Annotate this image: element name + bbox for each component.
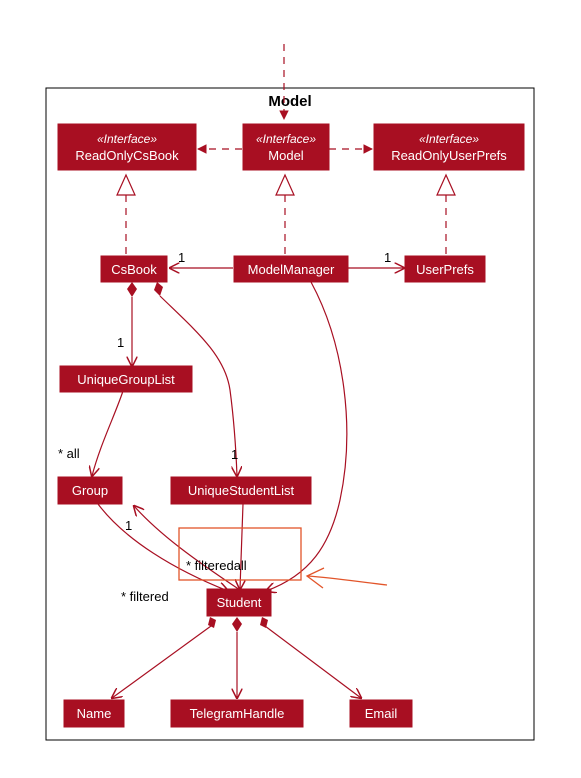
uniquestudentlist-label: UniqueStudentList [188, 483, 295, 498]
email-label: Email [365, 706, 398, 721]
userprefs-realization-head [436, 173, 456, 196]
student-telegram-composition-diamond [232, 617, 242, 632]
uniquestudentlist-class-node[interactable]: UniqueStudentList [170, 476, 312, 505]
group-student-multiplicity: 1 [125, 518, 132, 533]
student-filtered-multiplicity: * filtered [121, 589, 169, 604]
model-package-title: Model [268, 93, 311, 110]
readonlyuserprefs-label: ReadOnlyUserPrefs [391, 148, 507, 163]
student-email-composition-diamond [260, 617, 268, 628]
csbook-to-uniquestudentlist-edge [159, 295, 237, 476]
student-label: Student [217, 595, 262, 610]
csbook-group-composition-diamond [127, 282, 137, 297]
readonlycsbook-stereotype: «Interface» [97, 132, 157, 146]
csbook-groups-multiplicity: 1 [117, 335, 124, 350]
readonlycsbook-interface-node[interactable]: «Interface» ReadOnlyCsBook [57, 123, 197, 171]
name-class-node[interactable]: Name [63, 699, 125, 728]
student-filtered-overlap-multiplicity: * filteredall [186, 558, 247, 573]
telegramhandle-class-node[interactable]: TelegramHandle [170, 699, 304, 728]
highlight-rectangle [178, 527, 302, 581]
modelmanager-class-node[interactable]: ModelManager [233, 255, 349, 283]
student-name-composition-diamond [208, 617, 216, 628]
readonlyuserprefs-interface-node[interactable]: «Interface» ReadOnlyUserPrefs [373, 123, 525, 171]
mm-userprefs-multiplicity: 1 [384, 250, 391, 265]
student-to-email-edge [264, 625, 361, 698]
uniquegrouplist-label: UniqueGroupList [77, 372, 175, 387]
model-label: Model [268, 148, 304, 163]
email-class-node[interactable]: Email [349, 699, 413, 728]
groups-all-multiplicity: * all [58, 446, 80, 461]
modelmanager-to-student-edge [266, 281, 348, 591]
uniquegrouplist-class-node[interactable]: UniqueGroupList [59, 365, 193, 393]
userprefs-class-node[interactable]: UserPrefs [404, 255, 486, 283]
csbook-student-composition-diamond [154, 282, 163, 296]
name-label: Name [77, 706, 112, 721]
group-class-node[interactable]: Group [57, 476, 123, 505]
uniquegrouplist-to-group-edge [92, 390, 124, 476]
modelmanager-realization-head [275, 173, 295, 196]
model-package-frame [45, 87, 535, 741]
mm-csbook-multiplicity: 1 [178, 250, 185, 265]
csbook-label: CsBook [111, 262, 157, 277]
readonlycsbook-label: ReadOnlyCsBook [75, 148, 179, 163]
userprefs-label: UserPrefs [416, 262, 474, 277]
annotation-arrow-shaft [307, 575, 388, 586]
model-interface-node[interactable]: «Interface» Model [242, 123, 330, 171]
student-class-node[interactable]: Student [206, 588, 272, 617]
modelmanager-label: ModelManager [248, 262, 335, 277]
student-to-name-edge [112, 625, 212, 698]
model-stereotype: «Interface» [256, 132, 316, 146]
csbook-realization-head [116, 173, 136, 196]
readonlyuserprefs-stereotype: «Interface» [419, 132, 479, 146]
annotation-arrow-head [305, 567, 325, 589]
telegramhandle-label: TelegramHandle [190, 706, 285, 721]
group-label: Group [72, 483, 108, 498]
group-to-student-edge [97, 503, 228, 591]
csbook-students-multiplicity: 1 [231, 447, 238, 462]
csbook-class-node[interactable]: CsBook [100, 255, 168, 283]
